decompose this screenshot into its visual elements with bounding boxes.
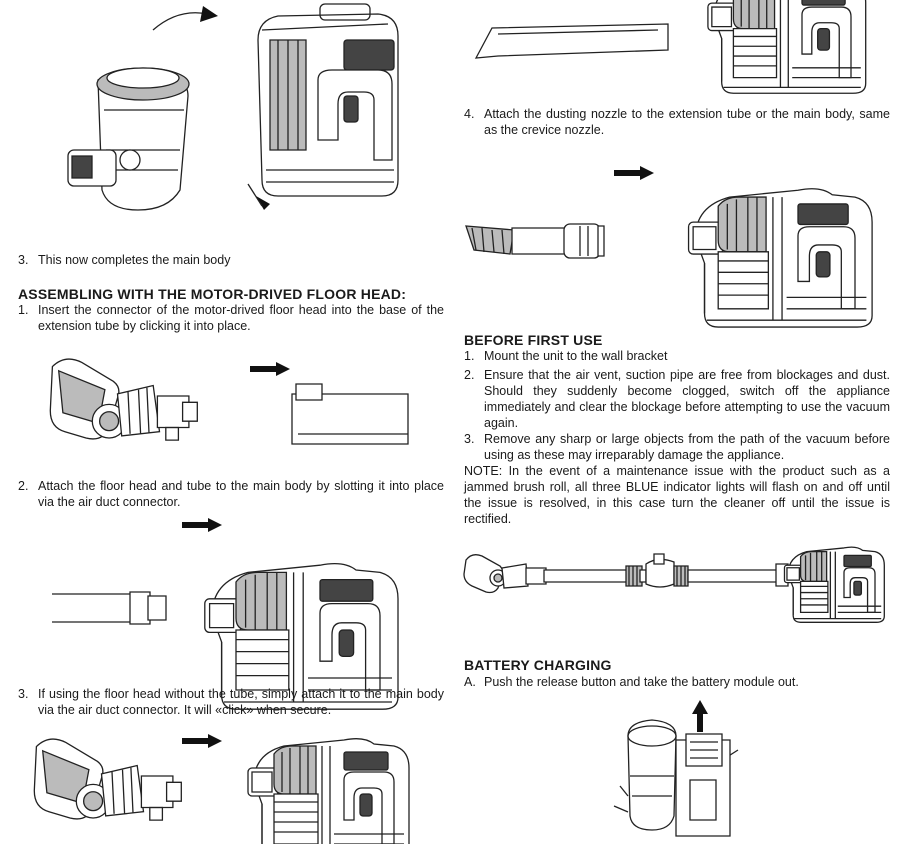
maintenance-note: NOTE: In the event of a maintenance issu…: [464, 464, 890, 526]
step-3-main-body: 3. This now completes the main body: [18, 253, 231, 267]
floor-head-tube-illustration: [49, 358, 434, 458]
before-first-use-step-1: 1. Mount the unit to the wall bracket: [464, 349, 668, 363]
assembly-illustration-dustbin: [48, 0, 448, 230]
dusting-nozzle-illustration: [464, 166, 873, 328]
battery-charging-heading: BATTERY CHARGING: [464, 657, 612, 673]
floor-head-step-2: 2. Attach the floor head and tube to the…: [18, 479, 444, 509]
floor-head-heading: ASSEMBLING WITH THE MOTOR-DRIVED FLOOR H…: [18, 286, 407, 302]
before-first-use-heading: BEFORE FIRST USE: [464, 332, 603, 348]
floor-head-main-body-illustration: [33, 734, 410, 844]
battery-step-a: A. Push the release button and take the …: [464, 675, 799, 689]
battery-removal-illustration: [610, 700, 750, 843]
before-first-use-step-2: 2. Ensure that the air vent, suction pip…: [464, 368, 890, 430]
assembled-vacuum-illustration: [464, 546, 885, 623]
floor-head-step-1: 1. Insert the connector of the motor-dri…: [18, 303, 444, 333]
step-4-dusting-nozzle: 4. Attach the dusting nozzle to the exte…: [464, 107, 890, 137]
tube-main-body-illustration: [52, 518, 399, 710]
crevice-nozzle-illustration: [468, 0, 867, 94]
floor-head-step-3: 3. If using the floor head without the t…: [18, 687, 444, 717]
before-first-use-step-3: 3. Remove any sharp or large objects fro…: [464, 432, 890, 462]
